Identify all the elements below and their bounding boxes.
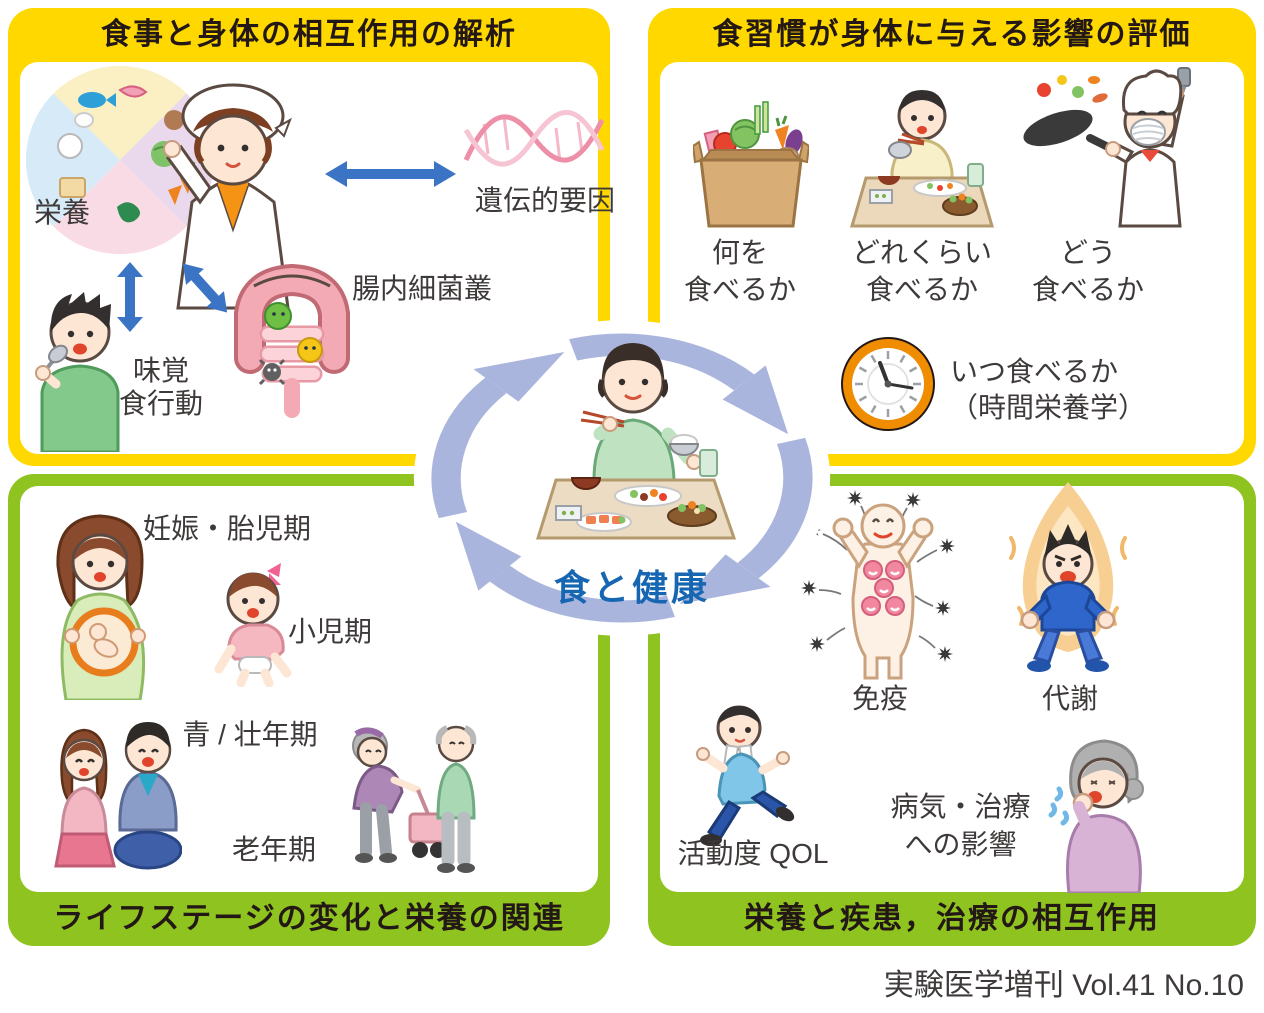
double-arrow-vertical-icon — [117, 262, 143, 332]
dna-icon — [463, 109, 605, 167]
adult-couple-icon — [54, 722, 182, 870]
clock-icon — [841, 337, 935, 431]
vegetable-box-icon — [693, 101, 809, 228]
immunity-label: 免疫 — [851, 683, 908, 714]
elderly-couple-icon — [352, 725, 477, 873]
baby-icon — [214, 563, 292, 687]
metabolism-man-icon — [1009, 482, 1127, 672]
gut-microbiome-label: 腸内細菌叢 — [352, 273, 493, 304]
activity-qol-label: 活動度 QOL — [677, 838, 829, 869]
disease-treatment-label: 病気・治療 への影響 — [890, 791, 1031, 860]
gut-microbiome-icon — [234, 264, 350, 418]
panel-title: 食習慣が身体に与える影響の評価 — [712, 18, 1192, 51]
eating-boy-icon — [35, 292, 120, 452]
panel-life-stage-nutrition: ライフステージの変化と栄養の関連 妊娠・胎児期 — [8, 474, 610, 946]
immune-body-icon — [801, 490, 955, 680]
pregnancy-fetal-label: 妊娠・胎児期 — [142, 513, 311, 544]
panel-title: 食事と身体の相互作用の解析 — [101, 18, 517, 51]
genetics-label: 遺伝的要因 — [474, 185, 615, 216]
center-eating-child-icon — [535, 343, 737, 540]
what-to-eat-label: 何を 食べるか — [683, 237, 796, 305]
nutrition-label: 栄養 — [33, 197, 90, 228]
metabolism-label: 代謝 — [1041, 683, 1098, 714]
panel-title: 栄養と疾患，治療の相互作用 — [744, 902, 1160, 935]
taste-behavior-label: 味覚 食行動 — [118, 355, 203, 419]
elderly-label: 老年期 — [231, 834, 316, 865]
how-to-eat-label: どう 食べるか — [1031, 237, 1144, 305]
chef-icon — [1023, 67, 1191, 228]
panel-dietary-habit-impact-evaluation: 食習慣が身体に与える影響の評価 何を 食べるか — [648, 8, 1256, 466]
coughing-woman-icon — [1048, 739, 1144, 893]
panel-diet-body-interaction-analysis: 食事と身体の相互作用の解析 栄養 — [8, 8, 615, 466]
journal-caption: 実験医学増刊 Vol.41 No.10 — [883, 969, 1244, 1002]
center-cycle-label: 食と健康 — [553, 567, 710, 608]
young-adult-label: 青 / 壮年期 — [182, 719, 318, 750]
double-arrow-diagonal-icon — [182, 263, 228, 313]
eating-man-icon — [850, 90, 994, 228]
panel-title: ライフステージの変化と栄養の関連 — [53, 902, 565, 935]
jogger-icon — [696, 705, 795, 846]
how-much-to-eat-label: どれくらい 食べるか — [851, 237, 992, 305]
double-arrow-horizontal-icon — [325, 161, 456, 187]
when-to-eat-label: いつ食べるか （時間栄養学） — [950, 356, 1147, 423]
pregnant-woman-icon — [56, 514, 146, 700]
childhood-label: 小児期 — [287, 616, 372, 647]
